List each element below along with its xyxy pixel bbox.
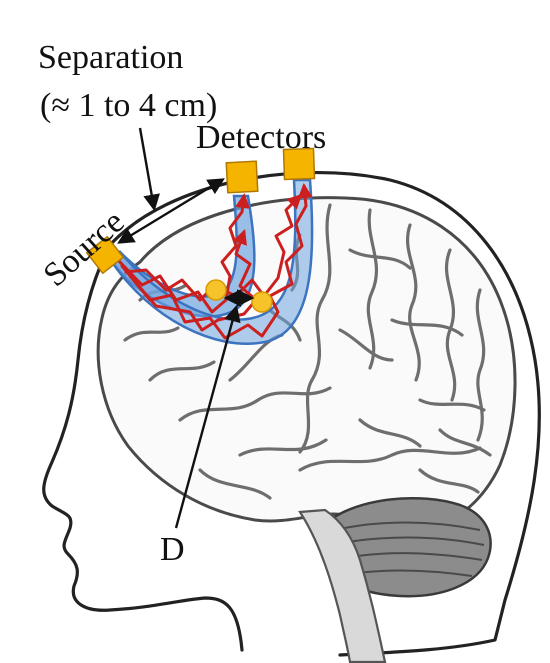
photon-path [124,193,303,302]
focus-dot-right [251,291,273,313]
head-outline [42,171,541,657]
detector-optode-far [282,147,316,181]
brain-folds [123,203,492,500]
separation-range-label: (≈ 1 to 4 cm) [40,87,217,124]
separation-label: Separation [38,39,183,76]
separation-arrow [117,178,225,244]
source-optode [85,235,125,275]
focus-dot-left [205,279,227,301]
detector-optode-near [225,160,259,194]
banana-region-far [110,178,314,345]
depth-pointer [174,304,241,529]
depth-label: D [160,531,185,568]
photon-path [128,229,258,332]
detectors-label: Detectors [196,119,326,156]
separation-pointer [138,127,160,212]
brain-stem [298,508,387,663]
